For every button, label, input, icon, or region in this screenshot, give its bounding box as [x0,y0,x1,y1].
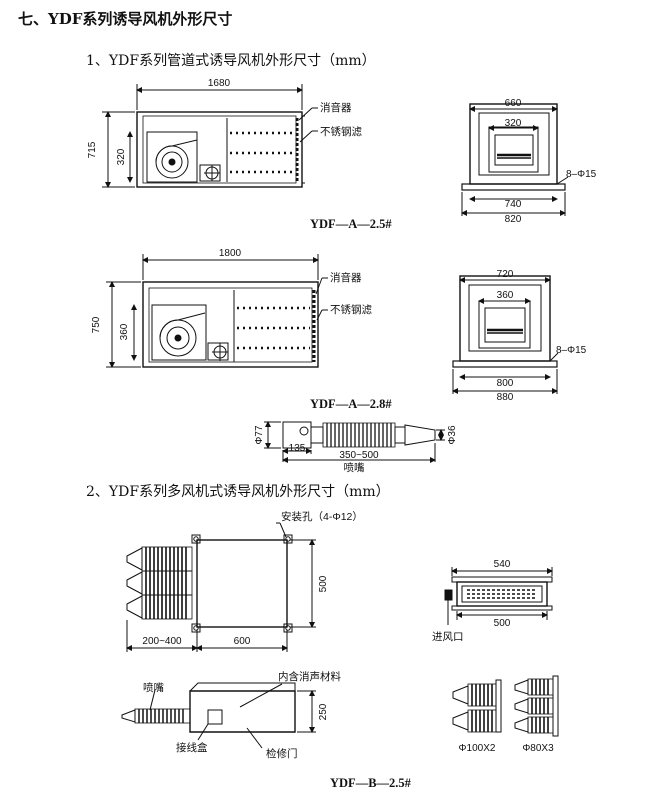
b-nozzle-small: Φ100X2 [459,743,496,754]
part2-title: 2、YDF系列多风机式诱导风机外形尺寸（mm） [86,484,390,500]
a25-front-bolt: 8–Φ15 [566,169,597,180]
part1-title: 1、YDF系列管道式诱导风机外形尺寸（mm） [86,53,376,69]
b-side-view [121,682,316,749]
a28-silencer-label: 消音器 [330,271,362,284]
b-len-right: 600 [234,636,251,647]
a28-front-base-outer: 880 [497,392,514,403]
a28-front-bolt: 8–Φ15 [556,345,587,356]
b-bottom-width: 500 [494,618,511,629]
b-access-label: 检修门 [266,747,298,760]
a28-height-total: 750 [91,316,102,333]
a25-front-width-top: 660 [505,98,522,109]
nozzle-len-short: 135 [289,443,306,454]
nozzle-len-range: 350~500 [339,450,379,461]
b-mount-holes: 安装孔（4-Φ12） [281,510,363,523]
b-height: 500 [318,575,329,592]
a25-len-total: 1680 [208,78,231,89]
nozzle-dia-left: Φ77 [254,425,265,445]
a25-front-view [461,103,569,216]
nozzle-label: 喷嘴 [344,462,365,474]
b-side-nozzle [121,708,191,724]
a28-front-width-top: 720 [497,269,514,280]
b-junction-label: 接线盒 [176,741,208,754]
b-top-width: 540 [494,559,511,570]
b-nozzle-label: 喷嘴 [143,682,164,694]
a25-model: YDF—A—2.5# [310,217,392,231]
a28-len-total: 1800 [219,248,242,259]
a25-filter-label: 不锈钢滤 [320,125,362,138]
a25-front-base-outer: 820 [505,214,522,225]
section-title: 七、YDF系列诱导风机外形尺寸 [18,10,233,28]
a25-height-total: 715 [87,141,98,158]
a28-side-view [106,254,328,368]
b-liner-label: 内含消声材料 [278,670,341,683]
b-top-view [126,522,316,652]
nozzle-dia-right: Φ36 [447,425,458,445]
a28-front-base-inner: 800 [497,378,514,389]
b-nozzle-variant-large [514,675,559,737]
nozzle-drawing [264,421,445,463]
b-inlet-view [444,567,553,625]
a28-front-width-inner: 360 [497,290,514,301]
b-nozzle-row-1 [126,546,193,572]
b-nozzle-variant-small [452,679,502,733]
b-nozzle-large: Φ80X3 [522,743,554,754]
b-nozzle-row-3 [126,594,193,620]
a28-front-view [452,275,559,394]
b-nozzle-row-2 [126,570,193,596]
b-inlet-label: 进风口 [432,631,464,643]
b-side-height: 250 [318,703,329,720]
a28-filter-label: 不锈钢滤 [330,303,372,316]
a25-side-view [102,84,318,188]
a28-model: YDF—A—2.8# [310,397,392,411]
b-len-left: 200~400 [142,636,182,647]
a25-front-base-inner: 740 [505,199,522,210]
a25-silencer-label: 消音器 [320,101,352,114]
a25-height-inner: 320 [116,148,127,165]
a25-front-width-inner: 320 [505,118,522,129]
a28-height-inner: 360 [119,323,130,340]
b-model: YDF—B—2.5# [330,776,412,790]
